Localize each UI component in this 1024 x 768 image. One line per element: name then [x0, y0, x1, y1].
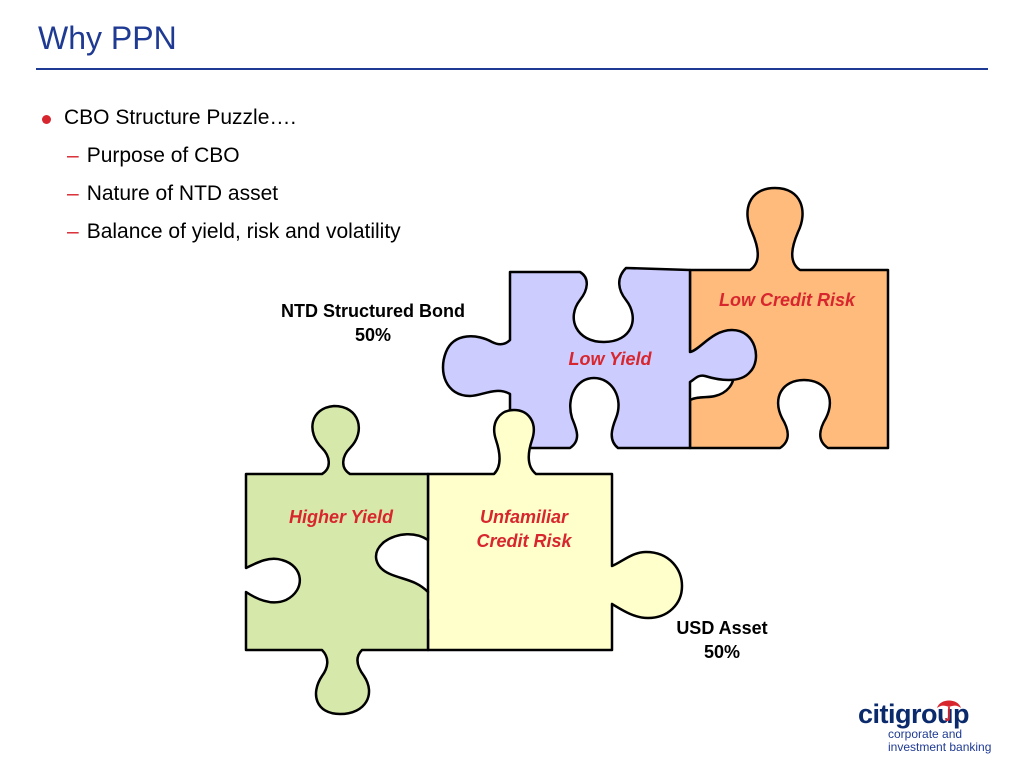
sub-bullet-text: Balance of yield, risk and volatility	[86, 220, 401, 243]
label-unfamiliar-credit-risk: Unfamiliar Credit Risk	[444, 505, 604, 553]
bullet-main-text: CBO Structure Puzzle….	[64, 106, 297, 129]
label-low-yield: Low Yield	[568, 349, 652, 369]
umbrella-icon	[937, 700, 961, 722]
bullet-dot-icon	[42, 114, 51, 124]
label-line: Credit Risk	[476, 531, 572, 551]
slide-title: Why PPN	[38, 20, 177, 56]
caption-usd-asset: USD Asset 50%	[650, 616, 794, 664]
dash-marker: –	[67, 182, 79, 205]
citigroup-logo: citigroup corporate and investment banki…	[858, 700, 991, 754]
bullet-list: CBO Structure Puzzle…. –Purpose of CBO –…	[42, 106, 401, 244]
puzzle-piece-orange	[688, 186, 890, 450]
bullet-main-item: CBO Structure Puzzle….	[42, 106, 401, 130]
dash-marker: –	[67, 144, 79, 167]
dash-marker: –	[67, 220, 79, 243]
sub-bullet-purpose: –Purpose of CBO	[67, 144, 401, 168]
caption-ntd-structured-bond: NTD Structured Bond 50%	[244, 299, 502, 347]
sub-bullet-nature: –Nature of NTD asset	[67, 182, 401, 206]
title-divider	[36, 68, 988, 70]
caption-line: NTD Structured Bond	[281, 301, 465, 321]
logo-subline: corporate and	[888, 727, 963, 741]
logo-wordmark: citigroup	[858, 699, 970, 729]
caption-line: 50%	[703, 642, 741, 662]
logo-subline: investment banking	[888, 740, 992, 754]
label-higher-yield: Higher Yield	[288, 507, 394, 527]
label-line: Unfamiliar	[479, 507, 569, 527]
caption-line: 50%	[354, 325, 392, 345]
caption-line: USD Asset	[676, 618, 768, 638]
sub-bullet-text: Nature of NTD asset	[86, 182, 279, 205]
label-low-credit-risk: Low Credit Risk	[718, 290, 856, 310]
sub-bullet-balance: –Balance of yield, risk and volatility	[67, 220, 401, 244]
sub-bullet-text: Purpose of CBO	[86, 144, 240, 167]
puzzle-piece-green	[244, 404, 430, 716]
puzzle-piece-purple	[441, 266, 758, 450]
